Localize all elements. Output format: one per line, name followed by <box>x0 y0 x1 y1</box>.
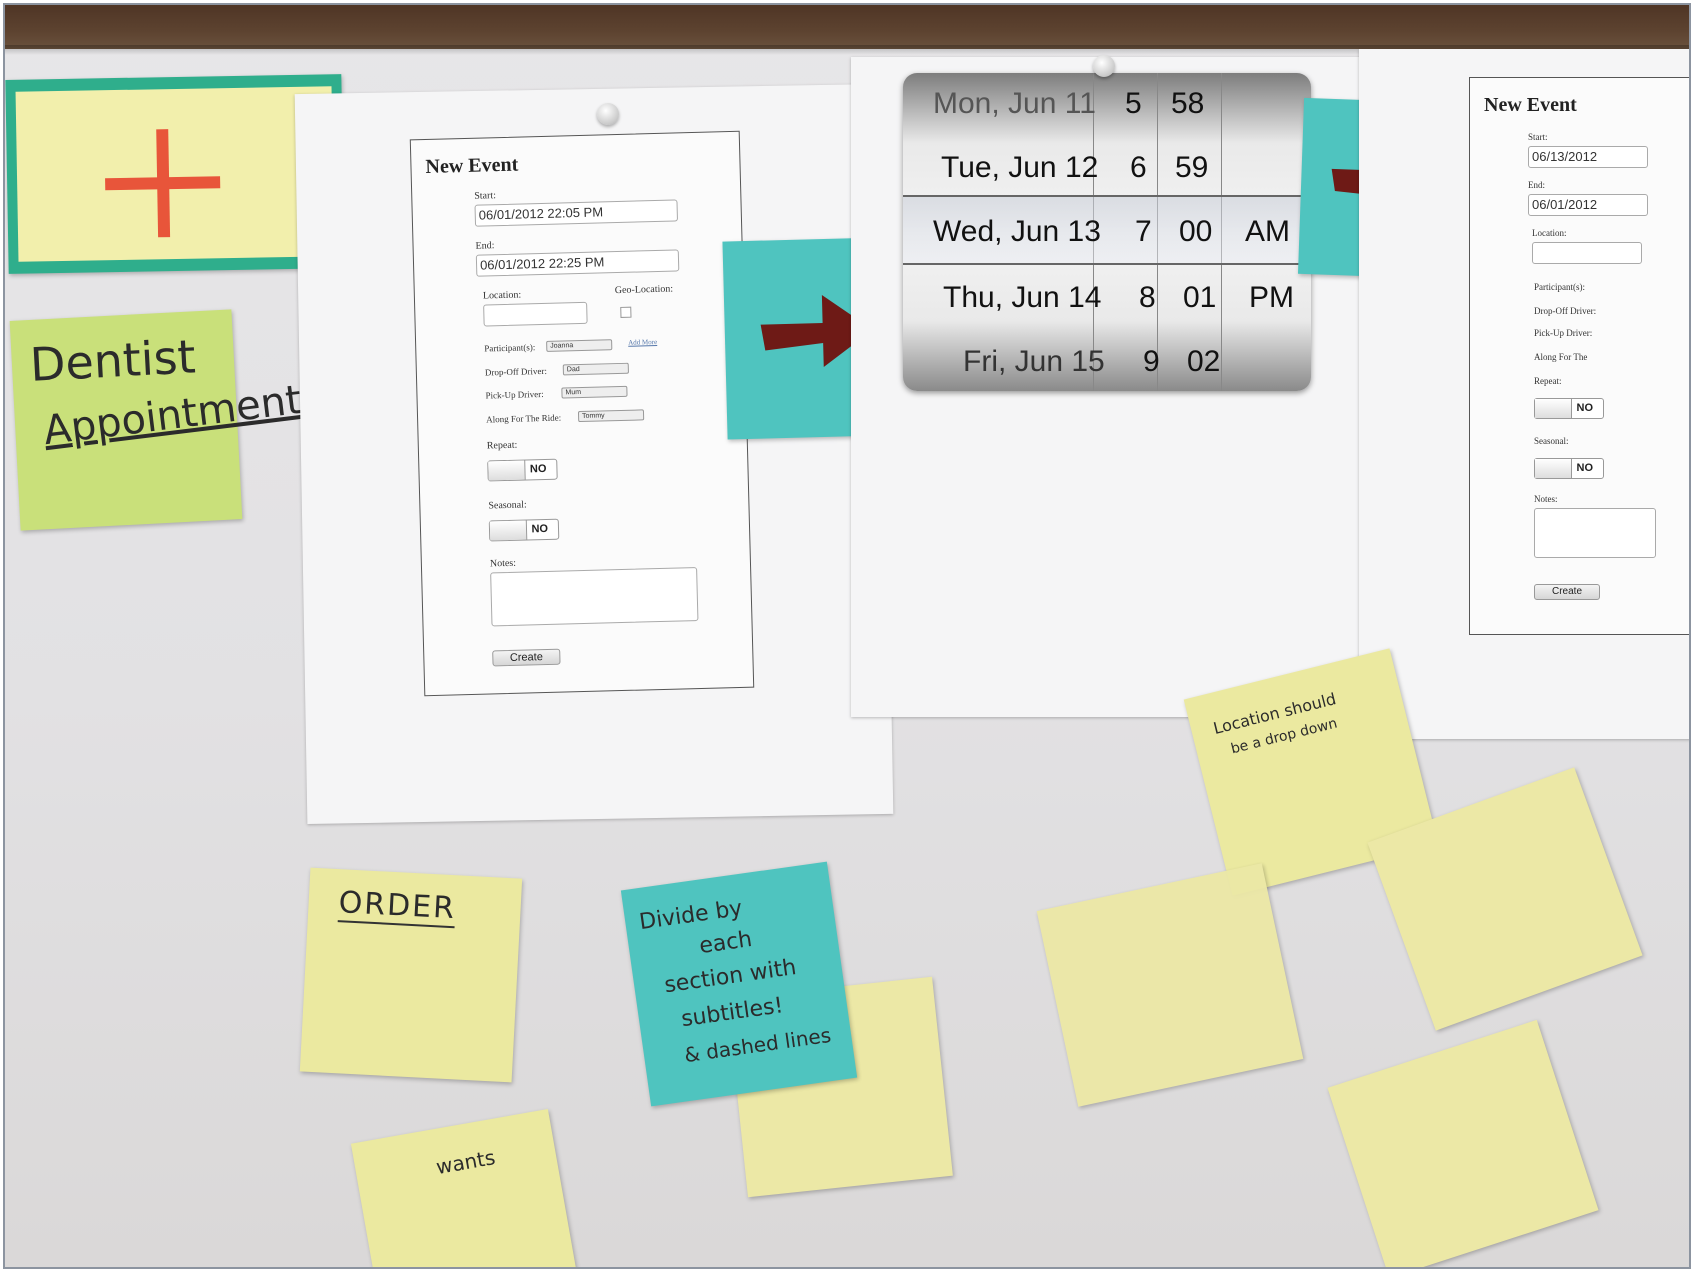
participants-label: Participant(s): <box>1534 282 1585 292</box>
picker-date: Fri, Jun 15 <box>963 345 1105 378</box>
seasonal-label: Seasonal: <box>488 499 527 512</box>
location-label: Location: <box>482 289 522 302</box>
add-more-link[interactable]: Add More <box>628 338 658 347</box>
notes-textarea[interactable] <box>490 567 699 627</box>
right-arrow-icon <box>760 295 873 367</box>
repeat-toggle[interactable]: NO <box>1534 398 1604 419</box>
new-event-form-left: New Event Start: 06/01/2012 22:05 PM End… <box>409 130 755 697</box>
participants-label: Participant(s): <box>484 342 536 354</box>
end-field[interactable]: 06/01/2012 22:25 PM <box>475 249 680 277</box>
repeat-toggle[interactable]: NO <box>487 458 558 482</box>
dropoff-label: Drop-Off Driver: <box>1534 306 1597 316</box>
picker-hour: 9 <box>1143 345 1160 378</box>
picker-row[interactable]: Thu, Jun 14 8 01 PM <box>903 267 1311 332</box>
bottom-left-note-text: wants <box>434 1145 498 1180</box>
start-label: Start: <box>1528 132 1548 142</box>
plus-card <box>5 74 345 274</box>
start-field[interactable]: 06/01/2012 22:05 PM <box>474 199 679 227</box>
notes-label: Notes: <box>489 557 517 570</box>
wood-ledge <box>5 5 1689 49</box>
order-note-text: ORDER <box>337 885 457 929</box>
dropoff-label: Drop-Off Driver: <box>484 365 548 378</box>
end-field[interactable]: 06/01/2012 <box>1528 194 1648 216</box>
order-note: ORDER <box>299 867 523 1083</box>
divide-note: Divide by each section with subtitles! &… <box>620 861 858 1107</box>
new-event-form-right: New Event Start: 06/13/2012 End: 06/01/2… <box>1469 77 1689 635</box>
location-field[interactable] <box>1532 242 1642 264</box>
picker-minute: 58 <box>1171 87 1205 120</box>
picker-hour: 6 <box>1130 151 1147 184</box>
location-field[interactable] <box>483 301 588 327</box>
seasonal-toggle[interactable]: NO <box>1534 458 1604 479</box>
picker-date: Thu, Jun 14 <box>943 281 1102 314</box>
geo-location-label: Geo-Location: <box>614 283 674 297</box>
picker-ampm: AM <box>1245 215 1290 248</box>
seasonal-toggle-text: NO <box>531 522 549 536</box>
form-title-right: New Event <box>1484 94 1577 116</box>
start-label: Start: <box>474 190 497 202</box>
notes-textarea[interactable] <box>1534 508 1656 558</box>
end-label: End: <box>475 240 495 252</box>
picker-minute: 02 <box>1187 345 1221 378</box>
along-label: Along For The Ride: <box>485 412 562 425</box>
picker-minute: 00 <box>1179 215 1213 248</box>
picker-row[interactable]: Tue, Jun 12 6 59 <box>903 137 1311 202</box>
pickup-label: Pick-Up Driver: <box>1534 328 1593 338</box>
start-field[interactable]: 06/13/2012 <box>1528 146 1648 168</box>
picker-hour: 7 <box>1135 215 1152 248</box>
repeat-label: Repeat: <box>1534 376 1562 386</box>
picker-date: Tue, Jun 12 <box>941 151 1099 184</box>
along-select[interactable]: Tommy <box>577 409 645 423</box>
arrow-note-middle <box>722 236 924 440</box>
divide-note-line5: & dashed lines <box>682 1022 833 1068</box>
picker-ampm: PM <box>1249 281 1294 314</box>
repeat-toggle-text: NO <box>1576 402 1594 414</box>
pickup-select[interactable]: Mum <box>561 385 628 399</box>
repeat-toggle-text: NO <box>529 462 547 476</box>
photo-frame: Dentist Appointment New Event Start: 06/… <box>3 3 1691 1269</box>
picker-row-selected[interactable]: Wed, Jun 13 7 00 AM <box>903 201 1311 266</box>
seasonal-label: Seasonal: <box>1534 436 1569 446</box>
seasonal-toggle-text: NO <box>1576 462 1594 474</box>
create-button[interactable]: Create <box>492 648 561 667</box>
seasonal-toggle[interactable]: NO <box>488 518 560 542</box>
along-label: Along For The <box>1534 352 1588 362</box>
participants-select[interactable]: Joanna <box>546 339 613 352</box>
create-button[interactable]: Create <box>1534 584 1600 600</box>
date-time-picker: Mon, Jun 11 5 58 Tue, Jun 12 6 59 Wed, J… <box>903 73 1311 391</box>
divide-note-line3: section with <box>662 955 798 999</box>
picker-row[interactable]: Mon, Jun 11 5 58 <box>903 73 1311 138</box>
repeat-label: Repeat: <box>486 439 518 452</box>
form-title: New Event <box>425 153 519 179</box>
notes-label: Notes: <box>1534 494 1558 504</box>
push-pin <box>1093 55 1115 77</box>
geo-location-checkbox[interactable] <box>620 306 632 318</box>
divide-note-line2: each <box>697 926 754 960</box>
yellow-note-cluster <box>1036 863 1304 1107</box>
divide-note-line4: subtitles! <box>679 993 785 1033</box>
dentist-note-line1: Dentist <box>28 329 197 392</box>
yellow-note-bottom-right <box>1327 1019 1599 1267</box>
push-pin <box>597 103 619 125</box>
picker-selection-band <box>903 195 1311 265</box>
picker-row[interactable]: Fri, Jun 15 9 02 <box>903 331 1311 391</box>
location-label: Location: <box>1532 228 1567 238</box>
picker-minute: 59 <box>1175 151 1209 184</box>
picker-date: Wed, Jun 13 <box>933 215 1101 248</box>
yellow-note-bottom-left: wants <box>350 1109 580 1267</box>
pickup-label: Pick-Up Driver: <box>485 388 544 401</box>
picker-minute: 01 <box>1183 281 1217 314</box>
dropoff-select[interactable]: Dad <box>562 362 629 376</box>
picker-hour: 8 <box>1139 281 1156 314</box>
end-label: End: <box>1528 180 1545 190</box>
picker-hour: 5 <box>1125 87 1142 120</box>
dentist-note: Dentist Appointment <box>9 309 304 531</box>
picker-date: Mon, Jun 11 <box>933 87 1096 120</box>
